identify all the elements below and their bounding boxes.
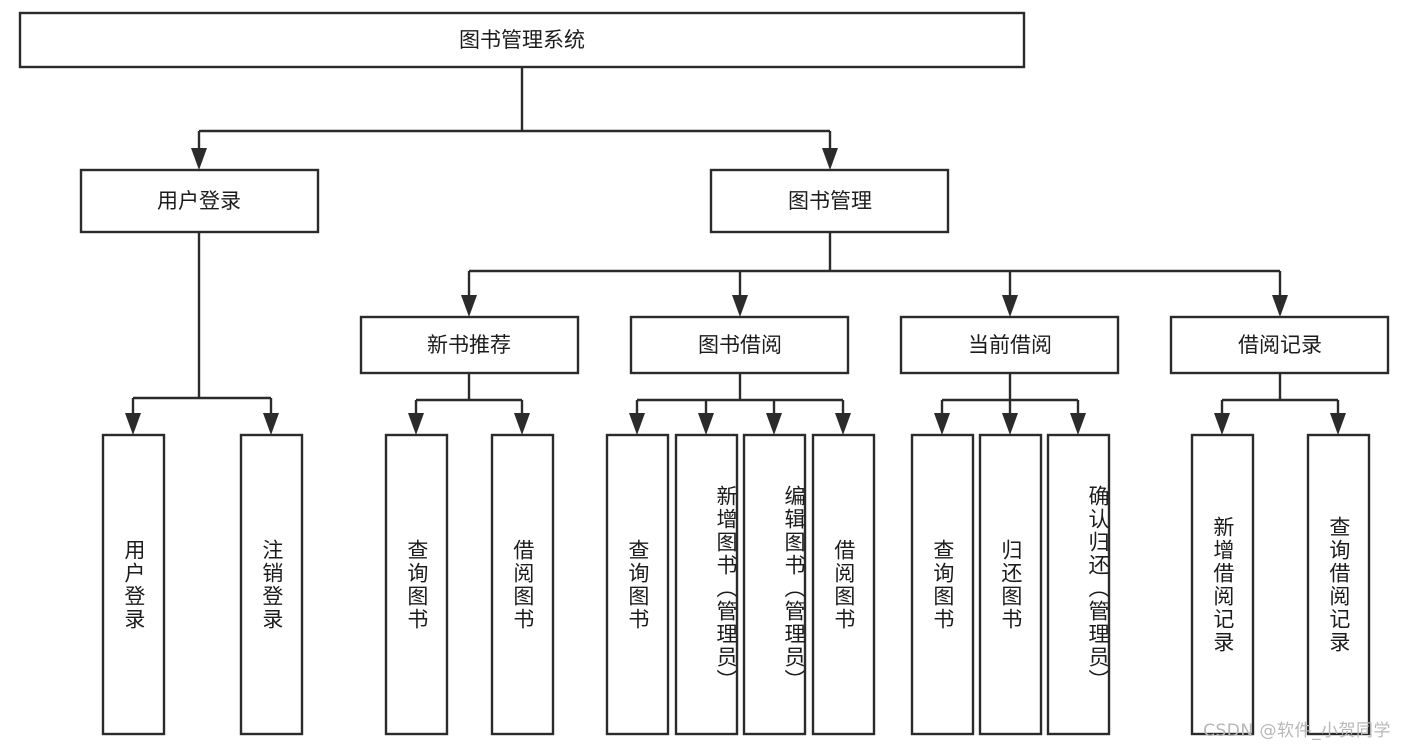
leaf-box-add-book-admin: [674, 433, 739, 736]
connector-group-borrow-record: [1214, 373, 1346, 435]
watermark-text: CSDN @软件_小贺同学: [1203, 721, 1391, 741]
leaf-box-query-book-1: [384, 433, 449, 736]
node-user-login[interactable]: 用户登录: [79, 168, 320, 234]
leaf-box-user-login: [101, 433, 166, 736]
leaf-box-edit-book-admin: [742, 433, 807, 736]
node-new-book-recommend-label: 新书推荐: [427, 333, 511, 357]
node-root-system[interactable]: 图书管理系统: [18, 11, 1026, 69]
node-current-borrow-label: 当前借阅: [968, 333, 1052, 357]
node-root-label: 图书管理系统: [459, 28, 585, 52]
leaf-box-logout: [239, 433, 304, 736]
node-borrow-record-label: 借阅记录: [1238, 333, 1322, 357]
node-book-borrow-label: 图书借阅: [698, 333, 782, 357]
node-borrow-record[interactable]: 借阅记录: [1169, 315, 1390, 375]
connector-group-user-login: [125, 232, 279, 435]
connector-group-current-borrow: [934, 373, 1086, 435]
node-book-management-label: 图书管理: [788, 189, 872, 213]
leaf-box-query-borrow-rec: [1306, 433, 1371, 736]
leaf-box-confirm-return: [1046, 433, 1111, 736]
connector-group-root: [191, 67, 838, 170]
node-book-borrow[interactable]: 图书借阅: [629, 315, 850, 375]
leaf-node-rects: [101, 433, 1371, 736]
node-book-management[interactable]: 图书管理: [709, 168, 950, 234]
leaf-box-return-book: [978, 433, 1043, 736]
connector-group-book-borrow: [629, 373, 851, 435]
connector-group-new-book-recommend: [408, 373, 530, 435]
leaf-box-borrow-book-2: [811, 433, 876, 736]
leaf-box-add-borrow-record: [1190, 433, 1255, 736]
node-new-book-recommend[interactable]: 新书推荐: [359, 315, 580, 375]
connector-group-book-management: [461, 232, 1288, 317]
node-current-borrow[interactable]: 当前借阅: [899, 315, 1120, 375]
leaf-box-borrow-book-1: [490, 433, 555, 736]
node-user-login-label: 用户登录: [157, 189, 241, 213]
leaf-box-query-book-2: [605, 433, 670, 736]
leaf-box-query-book-3: [910, 433, 975, 736]
